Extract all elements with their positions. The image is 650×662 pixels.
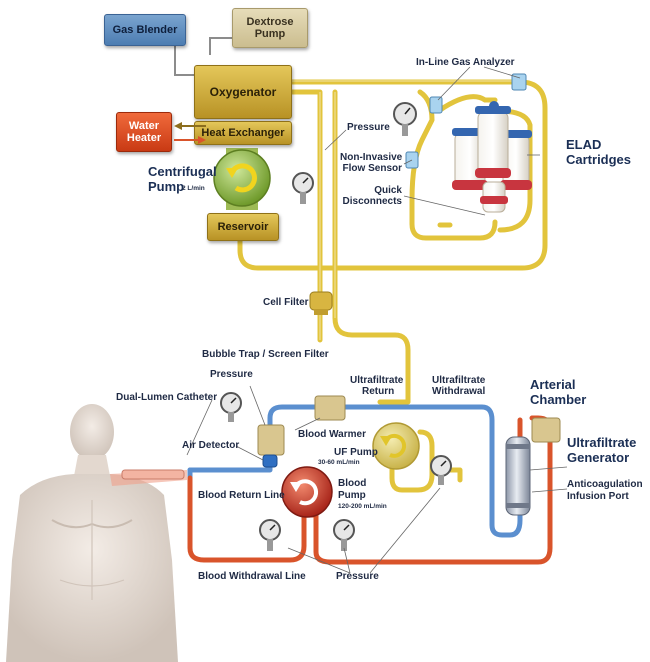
flow-sensor-label-2: Flow Sensor (342, 163, 402, 174)
cell-filter-label: Cell Filter (263, 297, 309, 308)
dextrose-pump-label: Dextrose Pump (246, 16, 294, 40)
uf-pump-label: UF Pump (334, 447, 378, 458)
uf-withdrawal-label-2: Withdrawal (432, 386, 486, 397)
blood-pump-label-2: Pump (338, 490, 366, 501)
dual-lumen-catheter-label: Dual-Lumen Catheter (116, 392, 218, 403)
reservoir-box: Reservoir (207, 213, 279, 241)
uf-pump-rate: 30-60 mL/min (318, 459, 360, 466)
blood-pump-icon (281, 466, 333, 518)
uf-return-label-1: Ultrafiltrate (350, 375, 404, 386)
elad-cartridges-icon (452, 101, 532, 213)
air-detector-label: Air Detector (182, 440, 240, 451)
patient-figure (6, 404, 187, 662)
flow-sensor-label-1: Non-Invasive (340, 152, 403, 163)
inline-sensor-icons (405, 73, 527, 169)
pressure-top-label: Pressure (347, 122, 390, 133)
elad-label-2: Cartridges (566, 152, 632, 167)
uf-generator-label-1: Ultrafiltrate (567, 435, 637, 450)
water-heater-box: Water Heater (116, 112, 172, 152)
heater-arrows-icon (174, 122, 206, 144)
quick-disconnects-label-2: Disconnects (342, 196, 402, 207)
blood-withdrawal-line-label: Blood Withdrawal Line (198, 571, 306, 582)
centrifugal-pump-label: Centrifugal (148, 164, 217, 179)
arterial-chamber-label-2: Chamber (530, 392, 587, 407)
inline-gas-analyzer-label: In-Line Gas Analyzer (416, 57, 515, 68)
centrifugal-pump-rate: 2 L/min (182, 185, 205, 192)
dextrose-pump-box: Dextrose Pump (232, 8, 308, 48)
anticoagulation-label-2: Infusion Port (567, 491, 629, 502)
gas-blender-box: Gas Blender (104, 14, 186, 46)
uf-return-label-2: Return (362, 386, 395, 397)
oxygenator-box: Oxygenator (194, 65, 292, 119)
uf-generator-label-2: Generator (567, 450, 630, 465)
bubble-trap-label: Bubble Trap / Screen Filter (202, 349, 329, 360)
gas-blender-label: Gas Blender (112, 24, 178, 36)
arterial-chamber-label-1: Arterial (530, 377, 576, 392)
blood-warmer-label: Blood Warmer (298, 429, 366, 440)
heat-exchanger-box: Heat Exchanger (194, 121, 292, 145)
quick-disconnects-label-1: Quick (374, 185, 402, 196)
cell-filter-shape (309, 291, 333, 315)
blood-return-tubing (187, 404, 523, 538)
pressure-gauge-icons (220, 102, 452, 551)
blood-pump-rate: 120-200 mL/min (338, 503, 387, 510)
uf-pump-icon (372, 422, 420, 470)
centrifugal-pump-icon (213, 148, 271, 210)
heat-exchanger-label: Heat Exchanger (201, 127, 285, 139)
uf-withdrawal-label-1: Ultrafiltrate (432, 375, 486, 386)
reservoir-label: Reservoir (217, 221, 269, 233)
filter-boxes (257, 395, 561, 468)
anticoagulation-label-1: Anticoagulation (567, 479, 643, 490)
elad-label-1: ELAD (566, 137, 602, 152)
blood-return-line-label: Blood Return Line (198, 490, 285, 501)
ultrafiltrate-generator-icon (505, 436, 531, 516)
water-heater-label: Water Heater (126, 120, 162, 144)
oxygenator-label: Oxygenator (209, 85, 277, 99)
pressure-left-label: Pressure (210, 369, 253, 380)
centrifugal-pump-label-2: Pump (148, 179, 185, 194)
pressure-bottom-label: Pressure (336, 571, 379, 582)
blood-pump-label-1: Blood (338, 478, 367, 489)
